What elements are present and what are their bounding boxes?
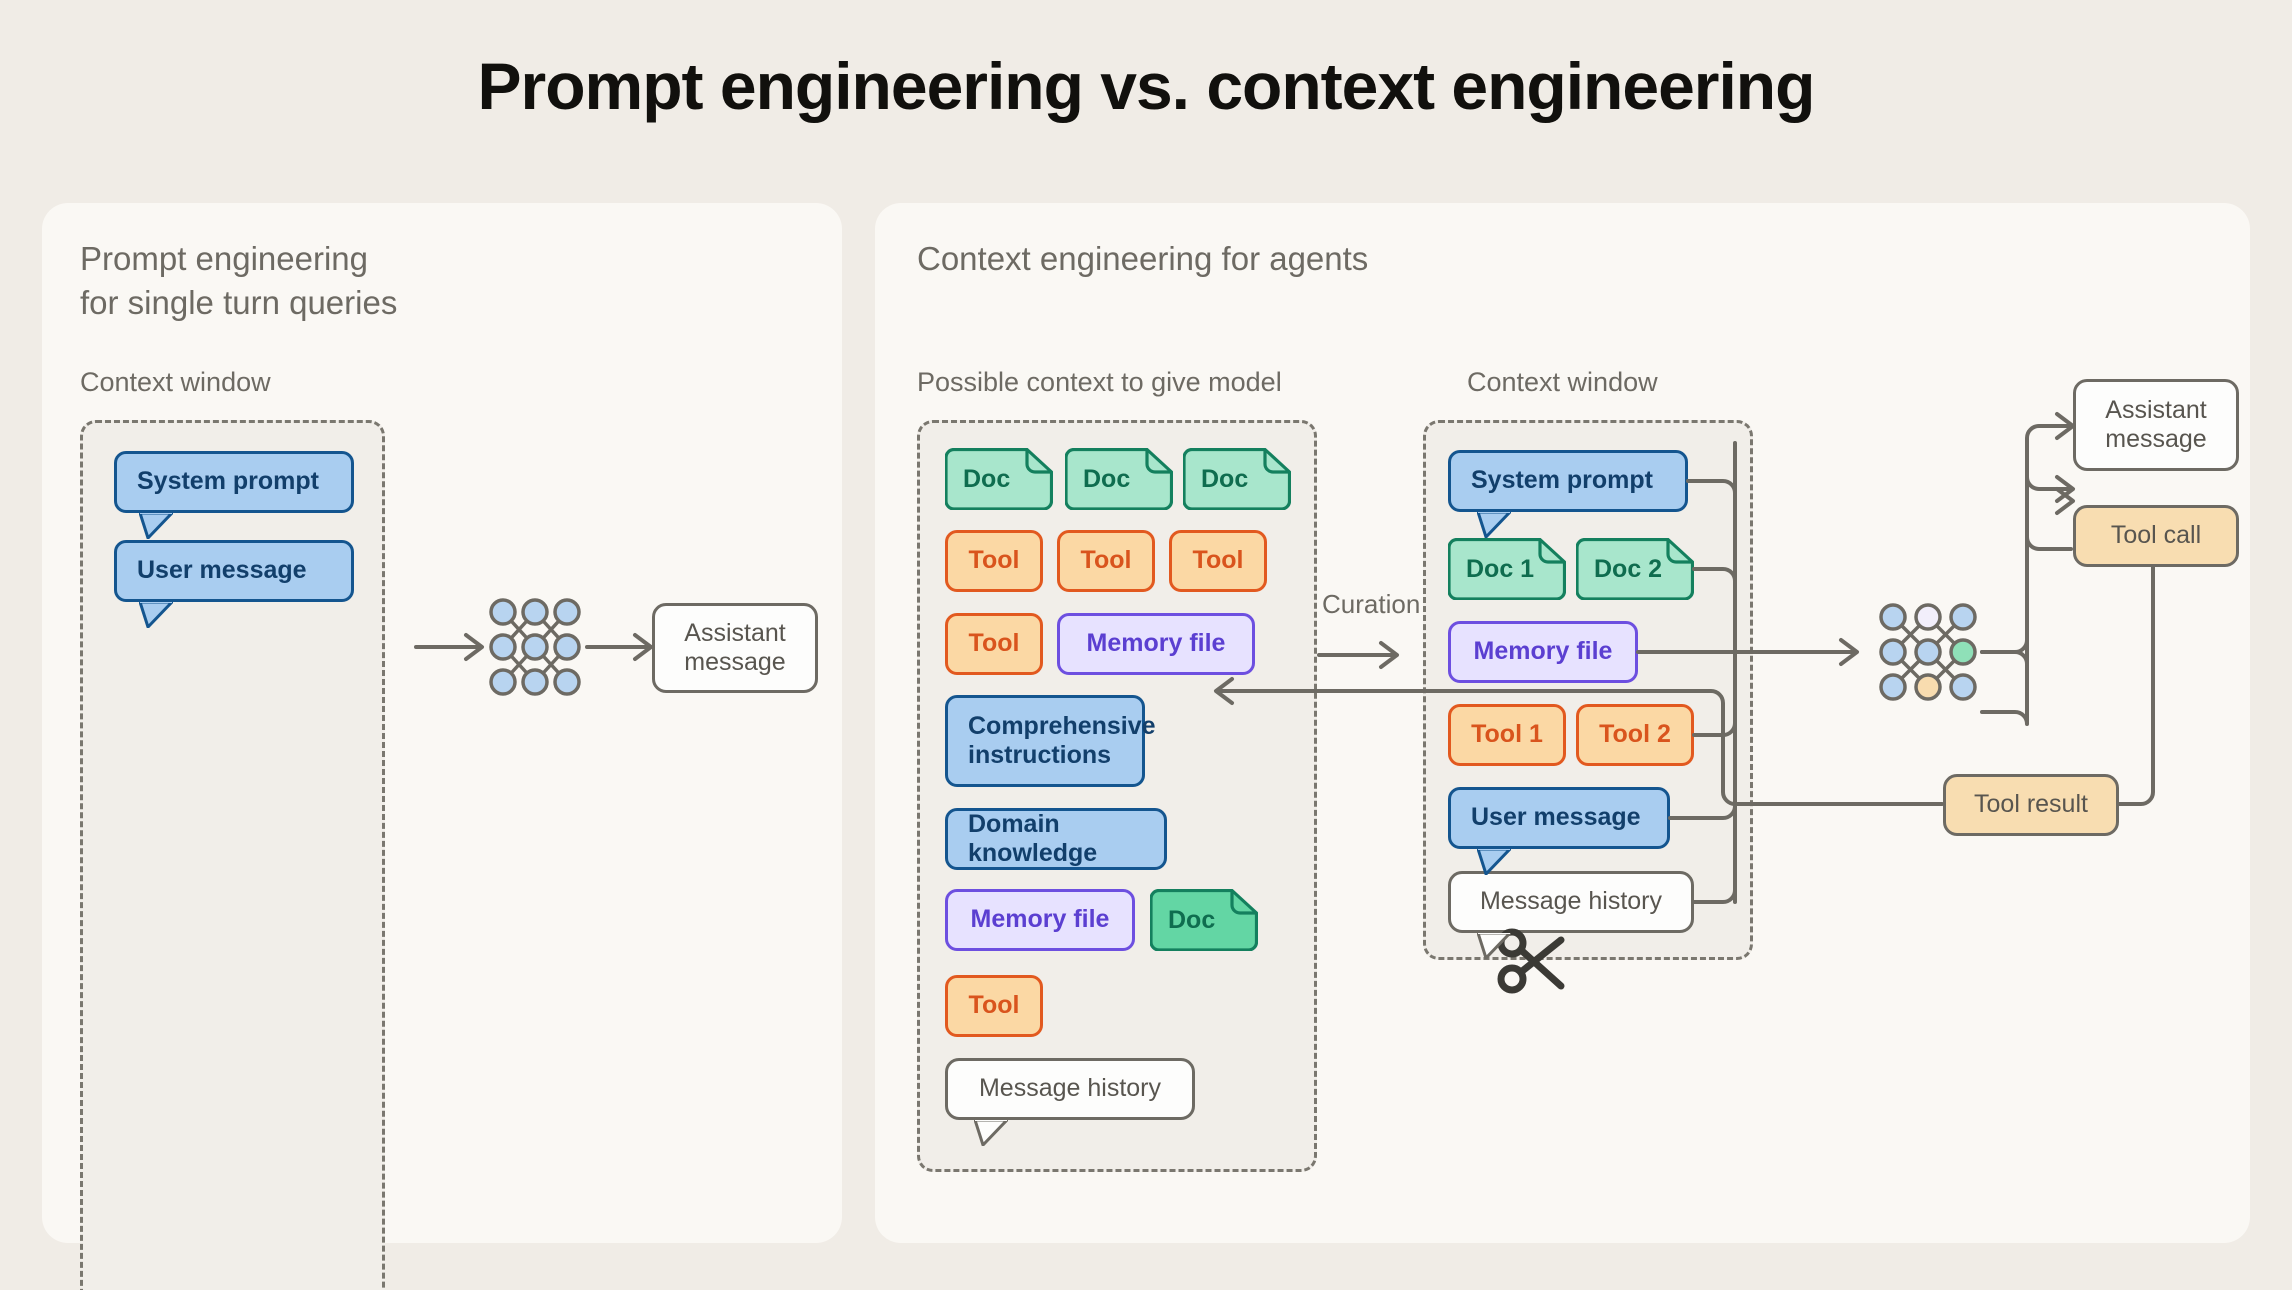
chip-tool[interactable]: Tool bbox=[945, 530, 1043, 592]
context-engineering-card: Context engineering for agents Possible … bbox=[875, 203, 2250, 1243]
chip-label: Tool bbox=[1192, 546, 1244, 575]
chip-label: Message history bbox=[978, 1074, 1162, 1103]
chip-user-message[interactable]: User message bbox=[1448, 787, 1670, 875]
doc-shape-icon bbox=[1065, 448, 1173, 510]
chip-system-prompt[interactable]: System prompt bbox=[114, 451, 354, 539]
possible-context-label: Possible context to give model bbox=[917, 367, 1282, 397]
chip-label: Memory file bbox=[1473, 637, 1613, 666]
chip-tool-1[interactable]: Tool 1 bbox=[1448, 704, 1566, 766]
chip-doc[interactable]: Doc bbox=[1183, 448, 1291, 510]
chip-doc[interactable]: Doc bbox=[1065, 448, 1173, 510]
chip-label: Assistant message bbox=[2105, 395, 2207, 454]
chip-label: Memory file bbox=[970, 905, 1110, 934]
chip-label: Tool result bbox=[1974, 790, 2088, 819]
scissors-icon bbox=[1495, 926, 1569, 998]
chip-label: Assistant message bbox=[684, 618, 786, 677]
prompt-engineering-card: Prompt engineering for single turn queri… bbox=[42, 203, 842, 1290]
speech-tail-icon bbox=[1477, 849, 1511, 875]
chip-label: Memory file bbox=[1086, 629, 1226, 658]
chip-memory-file[interactable]: Memory file bbox=[1448, 621, 1638, 683]
chip-label: Tool bbox=[1080, 546, 1132, 575]
chip-label: Tool bbox=[968, 991, 1020, 1020]
chip-assistant-message[interactable]: Assistant message bbox=[2073, 379, 2239, 471]
chip-tool-call[interactable]: Tool call bbox=[2073, 505, 2239, 567]
page-title: Prompt engineering vs. context engineeri… bbox=[477, 49, 1816, 123]
neural-network-icon bbox=[1875, 599, 1981, 705]
chip-system-prompt[interactable]: System prompt bbox=[1448, 450, 1688, 538]
chip-label: User message bbox=[1471, 803, 1641, 832]
chip-domain-knowledge[interactable]: Domain knowledge bbox=[945, 808, 1167, 870]
chip-label: User message bbox=[137, 556, 307, 585]
speech-tail-icon bbox=[139, 513, 173, 539]
chip-doc[interactable]: Doc bbox=[945, 448, 1053, 510]
chip-label: Doc 1 bbox=[1466, 554, 1535, 583]
chip-tool-result[interactable]: Tool result bbox=[1943, 774, 2119, 836]
chip-tool[interactable]: Tool bbox=[1169, 530, 1267, 592]
chip-label: Doc bbox=[1201, 464, 1249, 493]
chip-label: Tool bbox=[968, 546, 1020, 575]
chip-memory-file[interactable]: Memory file bbox=[945, 889, 1135, 951]
right-card-title: Context engineering for agents bbox=[917, 240, 1369, 277]
left-context-window-label: Context window bbox=[80, 367, 271, 397]
chip-label: Tool call bbox=[2110, 521, 2202, 550]
doc-shape-icon bbox=[1150, 889, 1258, 951]
chip-memory-file[interactable]: Memory file bbox=[1057, 613, 1255, 675]
speech-tail-icon bbox=[1477, 512, 1511, 538]
chip-assistant-message[interactable]: Assistant message bbox=[652, 603, 818, 693]
right-context-window-label: Context window bbox=[1467, 367, 1658, 397]
chip-label: System prompt bbox=[1471, 466, 1653, 495]
chip-label: Comprehensive instructions bbox=[968, 711, 1156, 770]
chip-label: Domain knowledge bbox=[968, 809, 1098, 868]
speech-tail-icon bbox=[1477, 933, 1511, 959]
chip-tool[interactable]: Tool bbox=[1057, 530, 1155, 592]
speech-tail-icon bbox=[139, 602, 173, 628]
chip-label: Tool 1 bbox=[1471, 720, 1543, 749]
chip-tool[interactable]: Tool bbox=[945, 613, 1043, 675]
chip-tool-2[interactable]: Tool 2 bbox=[1576, 704, 1694, 766]
doc-shape-icon bbox=[1576, 538, 1694, 600]
chip-user-message[interactable]: User message bbox=[114, 540, 354, 628]
chip-label: System prompt bbox=[137, 467, 319, 496]
chip-label: Doc 2 bbox=[1594, 554, 1663, 583]
doc-shape-icon bbox=[1183, 448, 1291, 510]
doc-shape-icon bbox=[945, 448, 1053, 510]
chip-doc[interactable]: Doc bbox=[1150, 889, 1258, 951]
chip-label: Tool 2 bbox=[1599, 720, 1671, 749]
left-card-title: Prompt engineering for single turn queri… bbox=[80, 240, 398, 321]
curation-label: Curation bbox=[1322, 589, 1421, 619]
chip-message-history[interactable]: Message history bbox=[945, 1058, 1195, 1146]
chip-doc-1[interactable]: Doc 1 bbox=[1448, 538, 1566, 600]
chip-label: Doc bbox=[963, 464, 1011, 493]
doc-shape-icon bbox=[1448, 538, 1566, 600]
chip-label: Doc bbox=[1083, 464, 1131, 493]
neural-network-icon bbox=[485, 594, 585, 700]
chip-message-history[interactable]: Message history bbox=[1448, 871, 1694, 959]
speech-tail-icon bbox=[974, 1120, 1008, 1146]
chip-tool[interactable]: Tool bbox=[945, 975, 1043, 1037]
chip-label: Tool bbox=[968, 629, 1020, 658]
chip-label: Message history bbox=[1479, 887, 1663, 916]
chip-doc-2[interactable]: Doc 2 bbox=[1576, 538, 1694, 600]
chip-label: Doc bbox=[1168, 905, 1216, 934]
chip-comprehensive-instructions[interactable]: Comprehensive instructions bbox=[945, 695, 1156, 787]
